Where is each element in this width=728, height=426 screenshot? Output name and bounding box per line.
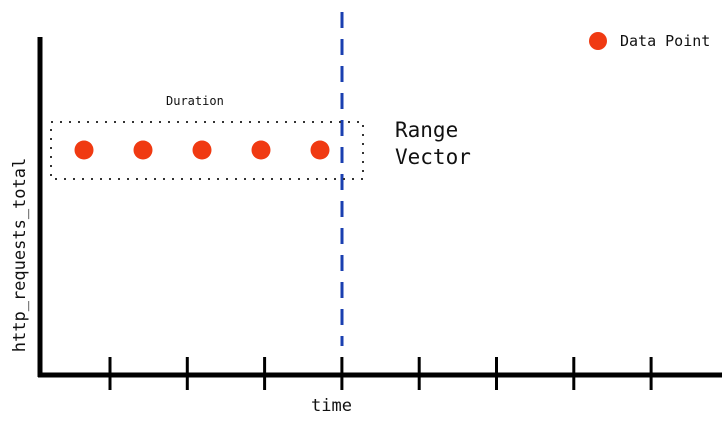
x-axis-label: time	[311, 396, 352, 416]
legend-point-icon	[589, 32, 607, 50]
y-axis-label: http_requests_total	[10, 157, 30, 353]
range-vector-label-line2: Vector	[395, 145, 471, 169]
data-point	[251, 140, 271, 160]
data-point	[133, 140, 153, 160]
data-point	[74, 140, 94, 160]
duration-label: Duration	[166, 94, 224, 108]
data-point	[310, 140, 330, 160]
range-vector-label-line1: Range	[395, 118, 459, 142]
legend-label: Data Point	[620, 32, 711, 50]
data-point	[192, 140, 212, 160]
